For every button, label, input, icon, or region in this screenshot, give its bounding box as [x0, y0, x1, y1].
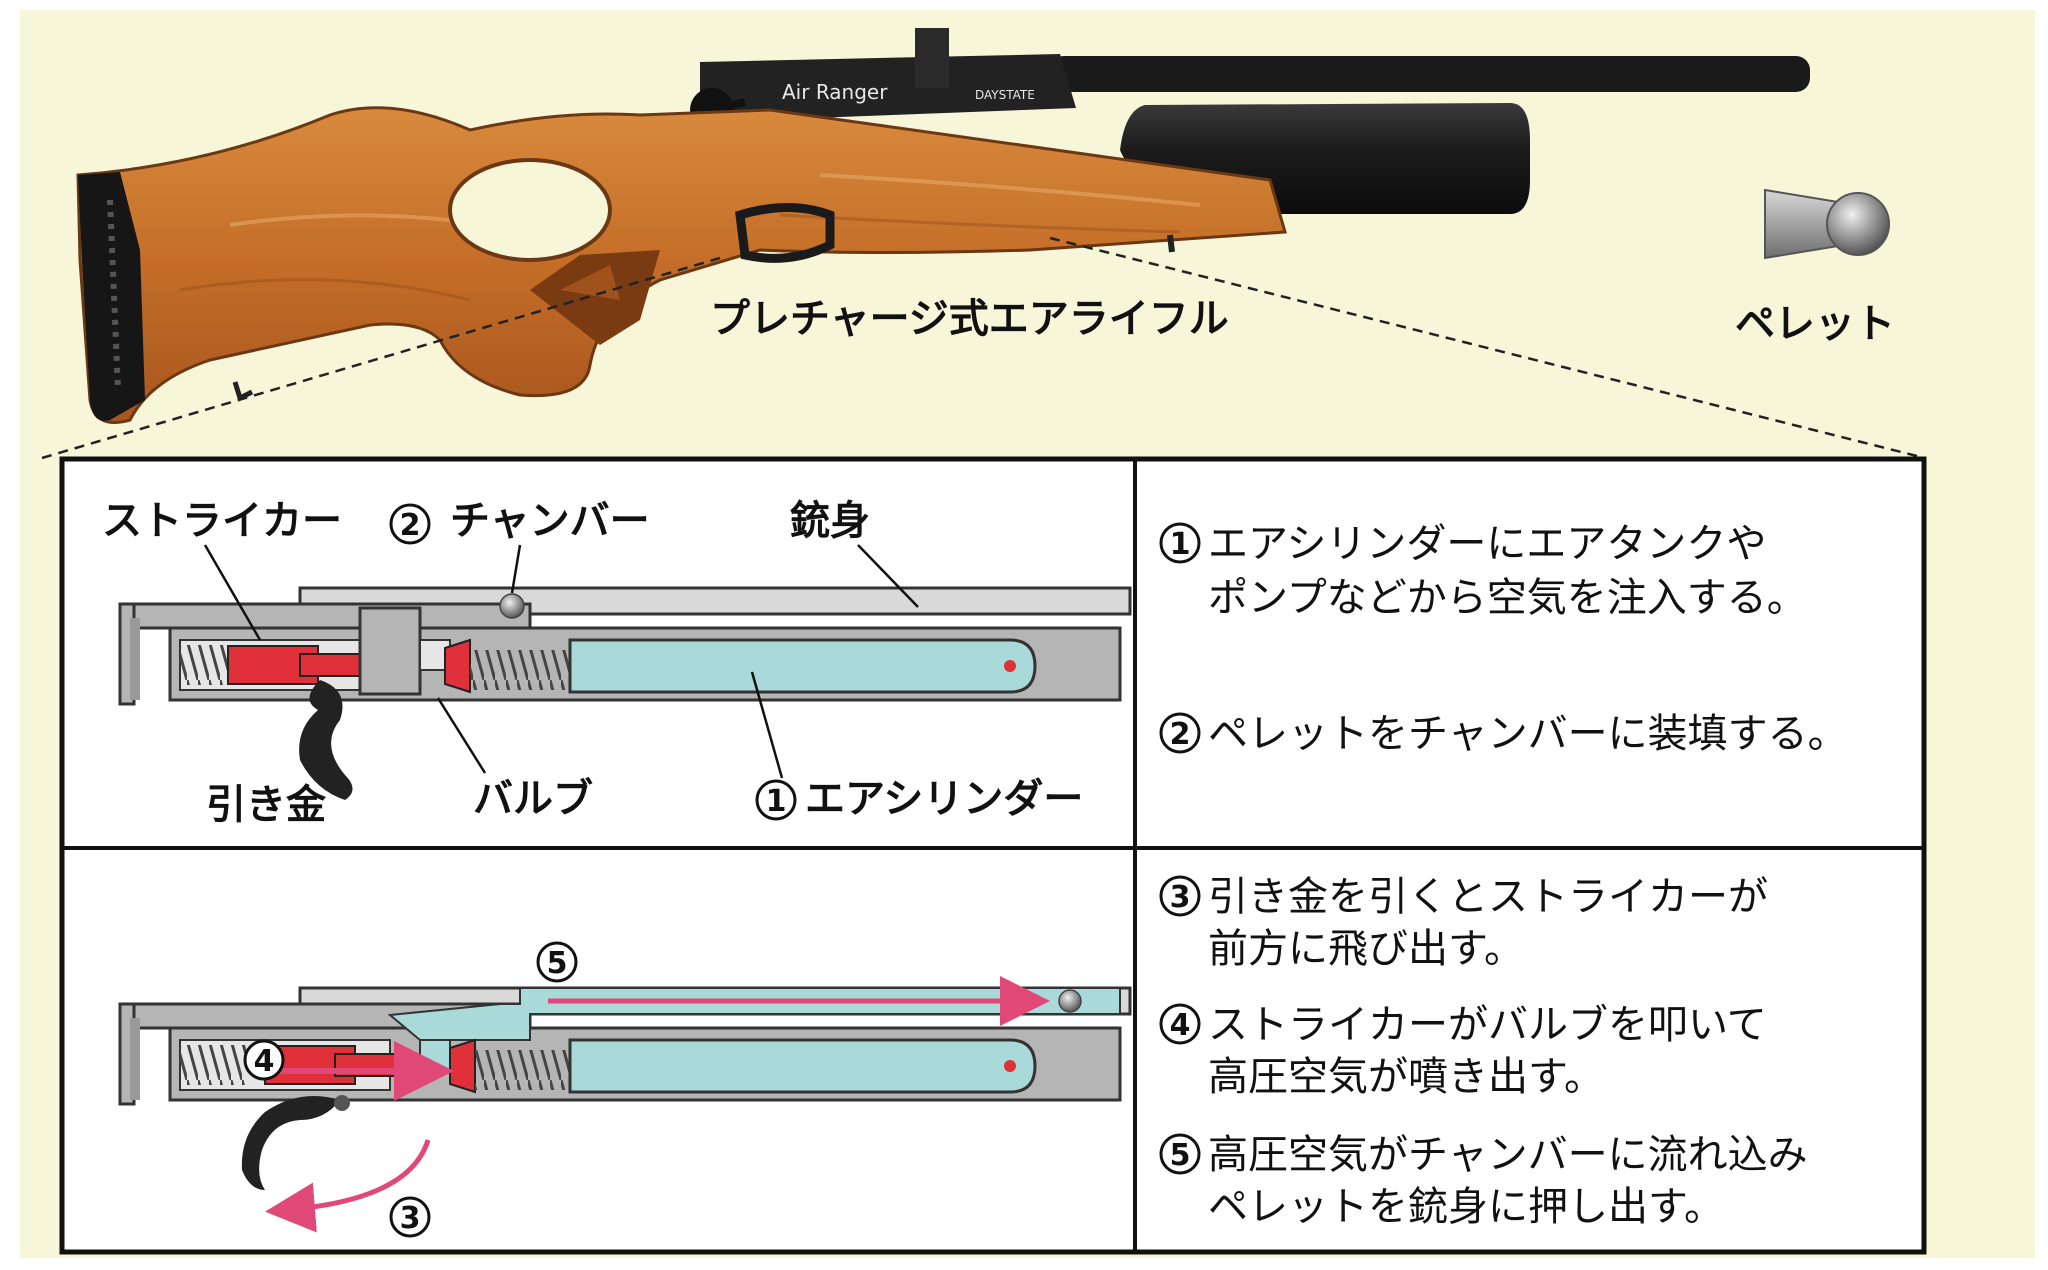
projection-line-right	[1049, 236, 1926, 460]
label-step5-num: 5	[547, 946, 568, 981]
rifle-barrel	[1050, 56, 1810, 92]
rifle-scope-mount	[915, 28, 949, 88]
mechanism-top	[118, 586, 1132, 800]
pellet-head	[1826, 192, 1890, 256]
step-5-line1: 高圧空気がチャンバーに流れ込み	[1208, 1132, 1808, 1178]
step-4: 4 ストライカーがバルブを叩いて 高圧空気が噴き出す。	[1159, 1002, 1767, 1100]
step-5-num: 5	[1170, 1138, 1191, 1173]
trigger-top	[299, 680, 353, 800]
valve-top	[444, 638, 471, 694]
step-3: 3 引き金を引くとストライカーが 前方に飛び出す。	[1159, 874, 1768, 972]
label-chamber: チャンバー	[450, 498, 650, 544]
step-1-line1: エアシリンダーにエアタンクや	[1208, 521, 1766, 567]
rifle-trigger-guard	[735, 203, 835, 263]
step-3-num: 3	[1170, 880, 1191, 915]
pellet-in-barrel	[1058, 989, 1082, 1013]
label-barrel: 銃身	[790, 498, 870, 544]
step-1-line2: ポンプなどから空気を注入する。	[1208, 575, 1807, 621]
pellet-label: ペレット	[1735, 301, 1895, 347]
label-valve: バルブ	[473, 776, 593, 822]
label-trigger: 引き金	[206, 782, 327, 828]
arrow-trigger-pull	[265, 1139, 431, 1233]
label-striker: ストライカー	[102, 498, 342, 544]
label-step3-num: 3	[400, 1201, 421, 1236]
valve-spring-top	[470, 650, 570, 690]
striker-spring-bottom	[180, 1045, 250, 1085]
rifle-brand: Air Ranger	[782, 80, 888, 104]
step-2-line1: ペレットをチャンバーに装填する。	[1208, 711, 1848, 757]
air-cylinder-top	[568, 638, 1037, 694]
pellet-illustration	[1764, 188, 1890, 260]
valve-spring-bottom	[475, 1050, 570, 1090]
label-cylinder-num: 1	[766, 784, 787, 819]
rifle-grip-checkering	[530, 250, 660, 345]
rifle-receiver	[700, 54, 1076, 120]
step-2-num: 2	[1170, 717, 1191, 752]
rifle-title: プレチャージ式エアライフル	[710, 296, 1229, 342]
step-2: 2 ペレットをチャンバーに装填する。	[1159, 711, 1848, 757]
step-3-line2: 前方に飛び出す。	[1208, 926, 1524, 972]
step-1-num: 1	[1170, 527, 1191, 562]
label-step4-num: 4	[254, 1044, 275, 1079]
label-chamber-num: 2	[400, 508, 421, 543]
rifle-illustration: Air Ranger DAYSTATE	[76, 28, 1810, 424]
step-5-line2: ペレットを銃身に押し出す。	[1208, 1184, 1724, 1230]
chamber-pellet-top	[499, 593, 525, 619]
step-3-line1: 引き金を引くとストライカーが	[1208, 874, 1768, 920]
step-4-line1: ストライカーがバルブを叩いて	[1208, 1002, 1767, 1048]
step-4-line2: 高圧空気が噴き出す。	[1208, 1054, 1604, 1100]
air-cylinder-bottom	[568, 1038, 1037, 1094]
rifle-maker: DAYSTATE	[975, 88, 1035, 102]
label-cylinder: エアシリンダー	[805, 776, 1083, 822]
step-5: 5 高圧空気がチャンバーに流れ込み ペレットを銃身に押し出す。	[1159, 1132, 1808, 1230]
rifle-thumbhole	[448, 158, 612, 262]
trigger-bottom	[241, 1096, 340, 1190]
step-1: 1 エアシリンダーにエアタンクや ポンプなどから空気を注入する。	[1159, 521, 1807, 621]
valve-bottom	[449, 1038, 476, 1094]
step-4-num: 4	[1170, 1008, 1191, 1043]
